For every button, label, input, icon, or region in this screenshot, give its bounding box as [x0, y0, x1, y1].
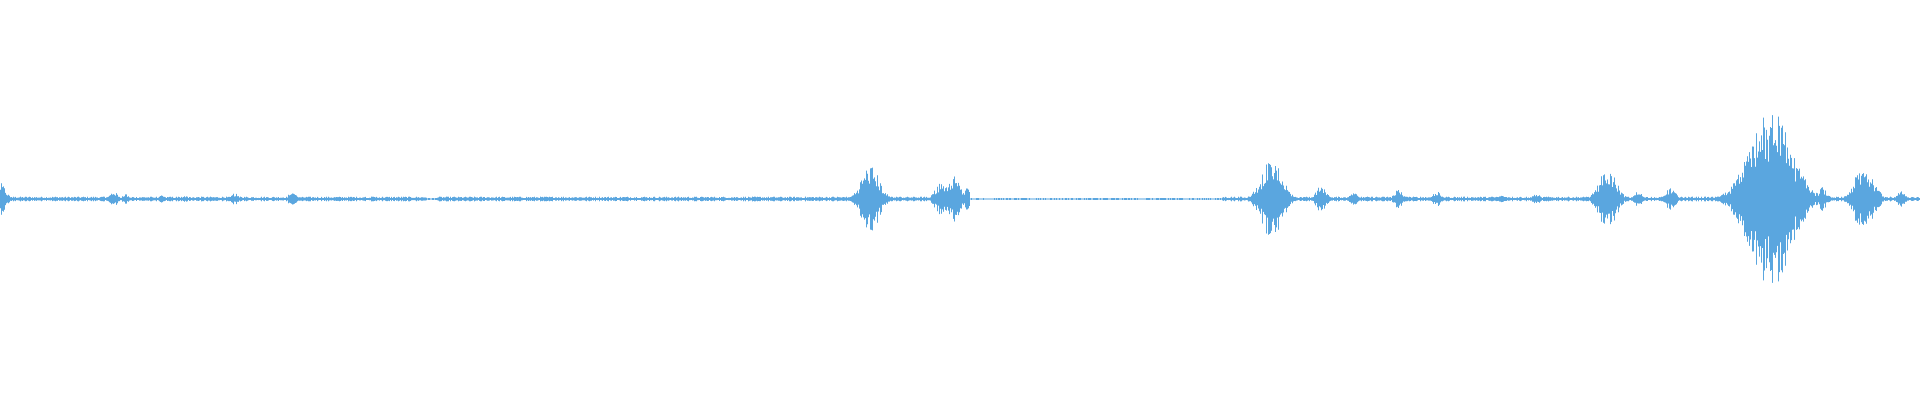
- waveform-bars: [0, 115, 1920, 283]
